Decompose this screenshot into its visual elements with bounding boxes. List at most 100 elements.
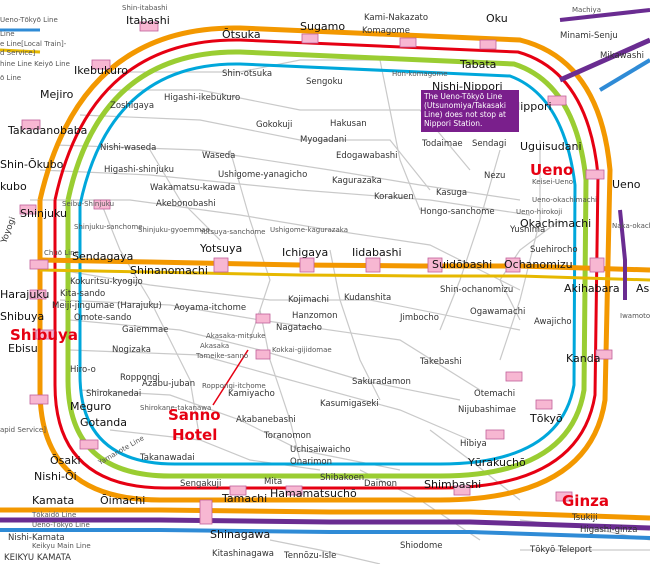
station-label: Shimbashi [424,478,481,491]
station-label: Higashi-ikebukuro [164,93,240,103]
station-label: Shinjuku-sanchome [74,223,143,231]
station-label: Ichigaya [282,246,328,259]
station-label: Sendagaya [72,250,133,263]
station-label: Akasaka-mitsuke [206,332,265,340]
station-label: Kanda [566,352,600,365]
station-label: Tōkyō [529,412,563,425]
station-label: Asa [636,282,650,295]
station-label: Omote-sando [74,313,131,323]
station-label: Ushigome-yanagicho [218,170,307,180]
station-label: Toranomon [263,431,311,441]
station-label: Ushigome-kagurazaka [270,226,348,234]
station-label: Ikebukuro [74,64,128,77]
station-label: Ueno-hirokoji [516,208,562,216]
station-label: Mita [264,477,282,487]
station-label: Onarimon [290,457,332,467]
station-label: KEIKYU KAMATA [4,553,71,563]
station-label: Mikawashi [600,51,644,61]
station-label: Shin-Ōkubo [0,158,64,171]
edge-label: Yamanote Line [96,434,145,467]
ueno-tokyo-line-note: The Ueno-Tōkyō Line (Utsunomiya/Takasaki… [421,90,519,132]
station-label: Kudanshita [344,293,391,303]
station-label: Kokkai-gijidomae [272,346,332,354]
station-label: Shinanomachi [130,264,208,277]
highlight-ginza: Ginza [562,492,609,510]
highlight-hotel: Hotel [172,426,217,444]
station-label: Aoyama-itchome [174,303,246,313]
edge-label: ō Line [0,74,21,82]
station-label: Tsukiji [571,513,598,523]
station-label: Sugamo [300,20,345,33]
station-label: kubo [0,180,27,193]
station-label: Hamamatsuchō [270,487,357,500]
station-label: Oku [486,12,508,25]
station-label: Hibiya [460,439,487,449]
station-label: Suehirocho [530,245,578,255]
station-label: Sakuradamon [352,377,411,387]
edge-label: hine Line Keiyō Line [0,60,70,68]
station-label: Hiro-o [70,365,96,375]
station-label: Komagome [362,26,410,36]
station-label: Shiodome [400,541,442,551]
station-label: Nogizaka [112,345,151,355]
station-label: Tōkyō Teleport [529,545,593,555]
station-label: Sendagi [472,139,506,149]
station-label: Awajicho [534,317,572,327]
edge-label: Line [0,30,15,38]
station-label: Takebashi [419,357,462,367]
station-label: Shirokanedai [86,389,141,399]
station-label: Higashi-shinjuku [104,165,174,175]
station-label: Nezu [484,171,505,181]
station-label: Akebonobashi [156,199,216,209]
station-label: Itabashi [126,14,170,27]
station-label: Korakuen [374,192,414,202]
station-label: Jimbocho [399,313,439,323]
station-label: Meguro [70,400,111,413]
station-label: Akihabara [564,282,620,295]
station-label: Kagurazaka [332,176,382,186]
station-label: Shinagawa [210,528,270,541]
edge-label: Ueno-Tōkyō Line [32,521,90,529]
station-label: Todaimae [421,139,463,149]
minor-station-labels: Higashi-ikebukuro Shin-otsuka Sengoku Ho… [4,69,650,563]
station-label: Ueno [612,178,641,191]
station-label: Kami-Nakazato [364,13,428,23]
station-label: Takadanobaba [7,124,87,137]
station-label: Ochanomizu [504,258,573,271]
station-label: Otemachi [474,389,515,399]
station-label: Shin-ochanomizu [440,285,513,295]
station-label: Yushima [509,225,545,235]
station-label: Kasuga [436,188,467,198]
station-label: Myogadani [300,135,347,145]
station-label: Kamiyacho [228,389,275,399]
station-label: Minami-Senju [560,31,618,41]
station-label: Nishi-Kamata [8,533,65,543]
edge-label: apid Service] [0,426,46,434]
edge-label: d Service] [0,49,36,57]
station-label: Okachimachi [520,217,591,230]
station-label: Tameike-sanno [195,352,248,360]
edge-label: e Line[Local Train]- [0,40,67,48]
station-label: Kasumigaseki [320,399,379,409]
station-label: Yotsuya-sanchome [199,228,265,236]
station-label: Shirokane-takanawa [140,404,211,412]
station-label: Kita-sando [60,289,105,299]
highlight-labels: Ueno Shibuya Ginza Sanno Hotel [10,161,609,510]
station-label: Hongo-sanchome [420,207,495,217]
station-label: Naka-okachimachi [612,222,650,230]
highlight-ueno: Ueno [530,161,573,179]
station-label: Hon-komagome [392,70,448,78]
station-label: Nagatacho [276,323,322,333]
station-label: Gaiemmae [122,325,168,335]
station-label: Yoyogi [0,216,18,246]
major-station-labels: Shin-itabashi Itabashi Ōtsuka Sugamo Kam… [0,4,650,541]
edge-label: Keikyu Main Line [32,542,91,550]
station-label: Roppongi [120,373,160,383]
station-label: Daimon [364,479,397,489]
station-label: Higashi-ginza [580,525,637,535]
station-label: Meiji-jingumae (Harajuku) [52,301,162,311]
station-label: Gokokuji [256,120,292,130]
station-label: Shin-itabashi [122,4,168,12]
station-label: Shibuya [0,310,44,323]
